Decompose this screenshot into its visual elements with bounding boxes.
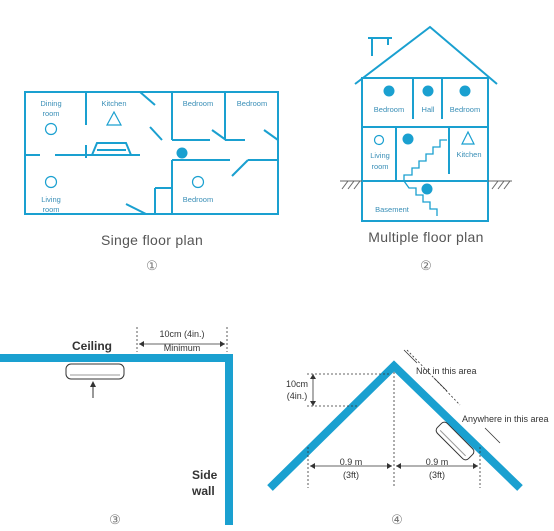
smoke-alarm-device xyxy=(435,421,475,461)
dimension-label: (4in.) xyxy=(287,391,308,401)
alarm-filled-icon xyxy=(422,85,434,97)
caption-single-floor-plan: Singe floor plan xyxy=(101,232,203,248)
ground-lines xyxy=(340,180,512,190)
ceiling-and-wall xyxy=(0,354,233,525)
room-label-dining: room xyxy=(42,109,59,118)
room-label-kitchen: Kitchen xyxy=(456,150,481,159)
room-label-bedroom: Bedroom xyxy=(237,99,267,108)
panel-number-2: ② xyxy=(420,258,432,273)
room-label-dining: Dining xyxy=(40,99,61,108)
dimension-label: (3ft) xyxy=(343,470,359,480)
alarm-open-icon xyxy=(44,122,58,136)
room-label-bedroom: Bedroom xyxy=(374,105,404,114)
smoke-alarm-device xyxy=(65,363,125,380)
dimension-label: (3ft) xyxy=(429,470,445,480)
alarm-filled-icon xyxy=(383,85,395,97)
room-label-living: room xyxy=(42,205,59,214)
not-in-area-label: Not in this area xyxy=(416,366,477,376)
dimension-label: Minimum xyxy=(164,343,201,353)
panel-multiple-floor-plan xyxy=(354,25,498,222)
dimension-label: 10cm (4in.) xyxy=(159,329,204,339)
room-label-bedroom: Bedroom xyxy=(183,99,213,108)
panel-single-floor-plan xyxy=(24,91,279,215)
room-label-kitchen: Kitchen xyxy=(101,99,126,108)
anywhere-area-label: Anywhere in this area xyxy=(462,414,549,424)
panel-1-markers xyxy=(44,110,205,189)
house-chimney xyxy=(371,37,389,56)
alarm-open-icon xyxy=(44,175,58,189)
alarm-filled-icon xyxy=(459,85,471,97)
panel-number-1: ① xyxy=(146,258,158,273)
pitched-roof xyxy=(267,360,523,491)
heat-alarm-triangle-icon xyxy=(105,110,123,126)
alarm-open-icon xyxy=(191,175,205,189)
side-wall-label: wall xyxy=(191,484,215,498)
room-label-living: Living xyxy=(370,151,390,160)
alarm-open-icon xyxy=(373,134,385,146)
room-label-hall: Hall xyxy=(422,105,435,114)
house-roof xyxy=(354,25,498,85)
room-label-living: Living xyxy=(41,195,61,204)
panel-2-markers xyxy=(373,85,475,195)
dimension-label: 0.9 m xyxy=(426,457,449,467)
room-label-bedroom: Bedroom xyxy=(183,195,213,204)
panel-number-3: ③ xyxy=(109,512,121,527)
panel-number-4: ④ xyxy=(391,512,403,527)
arrow-up-icon xyxy=(90,381,96,387)
heat-alarm-triangle-icon xyxy=(461,130,475,145)
ceiling-label: Ceiling xyxy=(72,339,112,353)
room-label-bedroom: Bedroom xyxy=(450,105,480,114)
alarm-filled-icon xyxy=(421,183,433,195)
caption-multiple-floor-plan: Multiple floor plan xyxy=(368,229,483,245)
alarm-filled-icon xyxy=(402,133,414,145)
panel-pitched-ceiling xyxy=(267,349,523,491)
dimension-label: 10cm xyxy=(286,379,308,389)
dimension-label: 0.9 m xyxy=(340,457,363,467)
house-outline xyxy=(361,77,489,222)
alarm-filled-icon xyxy=(176,147,188,159)
panel-ceiling-side-wall xyxy=(0,327,233,525)
room-label-living: room xyxy=(371,162,388,171)
side-wall-label: Side xyxy=(192,468,218,482)
floor-plan-outline xyxy=(24,91,279,215)
room-label-basement: Basement xyxy=(375,205,410,214)
